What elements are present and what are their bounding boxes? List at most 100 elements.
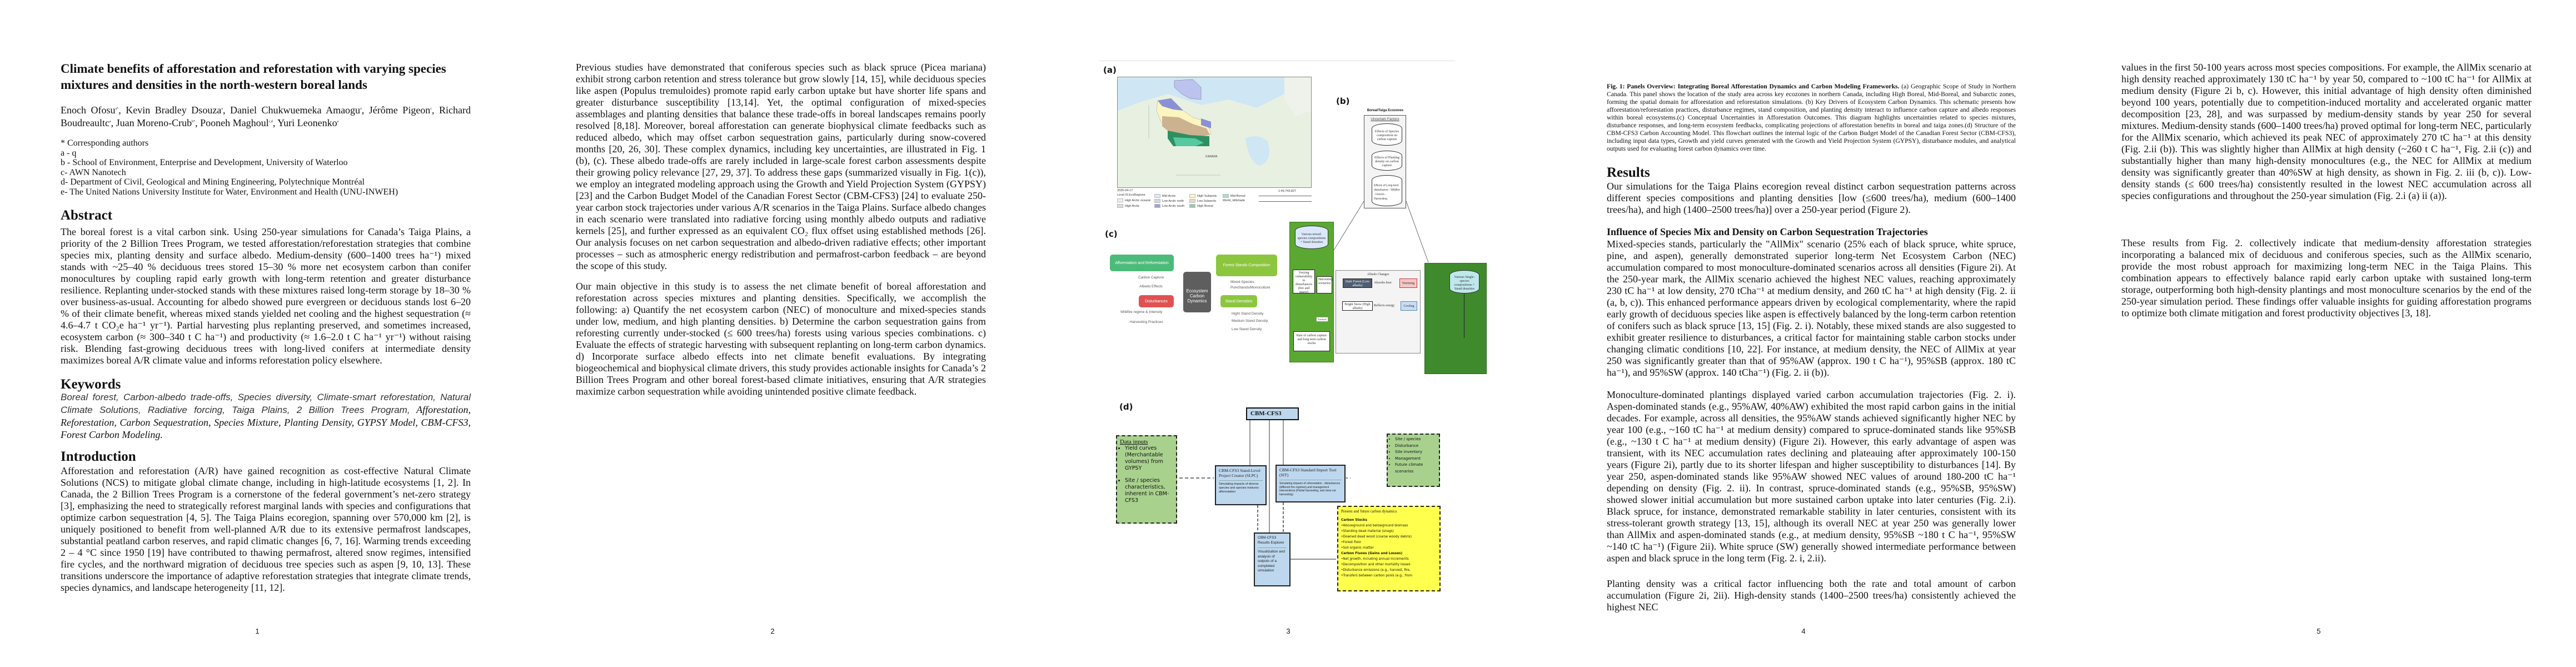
author: Daniel Chukwuemeka Amaogua [230,104,362,116]
results-explorer-box: CBM-CFS3 Results Explorer Visualization … [1254,532,1291,586]
abstract-heading: Abstract [61,208,113,223]
author-affiliation-mark: c,d [268,120,273,123]
leaf-albedo-effects: Albedo Effects [1139,285,1163,288]
legend-swatch [1117,204,1123,208]
legend-title: Level III EcoRegions [1117,193,1145,197]
legend-label: Low Arctic north [1162,199,1184,203]
page-number: 5 [2316,627,2321,635]
leaf-pure-stands: PureStands/Monoculture [1230,286,1270,290]
results-explorer-description: Visualization and analysis of outputs of… [1258,547,1287,574]
keywords-list: Boreal forest, Carbon-albedo trade-offs,… [61,391,471,441]
mixed-species-box: Various mixed-species compositions + Sta… [1289,222,1334,362]
author: Richard Boudreaultca [61,104,471,128]
legend-item: Mid-Boreal [1223,194,1245,198]
legend-label: High Subarctic [1197,194,1217,198]
author-name: Pooneh Maghoul [200,117,269,128]
cylinder-mixed: Various mixed-species compositions + Sta… [1295,226,1328,249]
slpc-description: Simulating impacts of diverse species an… [1219,480,1263,494]
panel-label-d: (d) [1119,402,1133,412]
legend-item: Low Arctic south [1154,204,1184,208]
tradeoff-label: Tradeoff [1316,317,1328,322]
ecoregion-mid-boreal [1173,137,1204,146]
reflects-label: Reflects energy [1374,304,1395,307]
right-inputs-box: Site / species Disturbance Site inventor… [1387,434,1440,487]
node-afforestation: Afforestation and Reforestation [1110,255,1174,271]
data-inputs-box: Data inputs Yield curves (Merchantable v… [1116,435,1177,524]
affiliation-line: d- Department of Civil, Geological and M… [61,177,365,187]
carbon-fluxes-title: Carbon Fluxes (Gains and Losses) [1341,552,1403,555]
affiliations: * Corresponding authors a - q b - School… [61,138,471,197]
body-paragraph: Planting density was a critical factor i… [1607,578,2016,613]
keywords-sans: Boreal forest, Carbon-albedo trade-offs,… [61,392,471,415]
author-name: Jérôme Pigeon [368,104,431,116]
author-affiliation-mark: a [221,107,223,111]
ecoregion-low-arctic-south [1158,98,1211,128]
legend-label: Low Subarctic [1197,199,1217,203]
slpc-box: CBM-CFS3 Stand-Level Project Creator (SL… [1215,465,1267,505]
legend-swatch [1189,199,1195,203]
results-heading: Results [1607,165,1650,180]
legend-item: Mid-Arctic [1154,194,1175,198]
author: Jérôme Pigeonc [369,104,432,116]
absorbs-label: Absorbs heat [1374,281,1392,285]
keywords-heading: Keywords [61,377,121,392]
basemap-label: World_Hillshade [1223,199,1245,202]
single-species-box: Various Single-species compositions + St… [1424,263,1487,374]
legend-item: High Arctic oceanic [1117,198,1151,202]
legend-item: Low Arctic north [1154,199,1184,203]
data-input-item: Yield curves (Merchantable volumes) from… [1125,445,1173,472]
flow-arrows [1333,201,1429,263]
introduction-text: Afforestation and reforestation (A/R) ha… [61,465,471,593]
cylinder-disturbance: Effects of Long-term disturbance - Wildf… [1372,175,1402,206]
legend-label: Low Arctic south [1162,204,1185,208]
legend-item: Low Subarctic [1189,199,1217,203]
paper-title: Climate benefits of afforestation and re… [61,62,446,92]
vulnerability-box: Varying vulnerability to disturbances (f… [1293,270,1315,294]
panel-label-c: (c) [1105,229,1118,239]
legend-item: High Boreal [1189,204,1213,208]
legend-item: High Subarctic [1189,194,1217,198]
sit-title: CBM-CFS3 Standard Import Tool (SIT) [1279,467,1337,477]
affiliation-line: * Corresponding authors [61,138,149,148]
land-mass [1118,94,1311,187]
legend-swatch [1154,194,1160,198]
author: Pooneh Maghoulc,d [200,117,273,128]
author-list: Enoch Ofosua*, Kevin Bradley Dsouzaa, Da… [61,104,471,128]
keywords-serif: Afforestation, Reforestation, Carbon Seq… [61,404,471,440]
uncertain-factors-box: Uncertain Factors Effects of Species com… [1364,115,1406,208]
legend-swatch [1154,204,1160,208]
legend-item: High Arctic [1117,204,1139,208]
caption-title: Fig. 1: Panels Overview: Integrating Bor… [1607,83,1900,90]
page-number: 2 [770,627,775,635]
author-name: Daniel Chukwuemeka Amaogu [230,104,361,116]
harvesting-box: Harvesting scenarios [1317,276,1333,293]
leaf-low-density: Low Stand Density [1232,327,1262,331]
node-stand-composition: Forest Stands Composition [1216,255,1277,276]
leaf-medium-density: Medium Stand Density [1232,319,1268,323]
map-country-label: CANADA [1205,155,1218,158]
caption-text: (a) Geographic Scope of Study in Norther… [1607,83,2016,152]
flux-item: •Decomposition and other mortality losse… [1341,563,1411,566]
panel-label-b: (b) [1336,96,1350,106]
results-intro: Our simulations for the Taiga Plains eco… [1607,181,2016,215]
legend-swatch [1223,194,1229,198]
hudson-bay [1245,136,1269,166]
body-paragraph: Our main objective in this study is to a… [576,281,986,397]
cylinder-density: Effects of Planting density on carbon ca… [1372,151,1402,171]
affiliation-line: b - School of Environment, Enterprise an… [61,158,348,167]
author-name: Juan Moreno-Crub [116,117,192,128]
legend-label: Mid-Arctic [1162,194,1176,198]
dark-forest-box: Dark Forest (Low albedo) [1343,278,1372,288]
stock-item: •Standing dead material (snags) [1341,530,1394,533]
study-area-map: CANADA [1117,77,1312,188]
author-affiliation-mark: b* [192,120,196,123]
author: Juan Moreno-Crubb* [116,117,195,128]
affiliation-line: c- AWN Nanotech [61,167,126,177]
carbon-dynamics-output-box: Present and future carbon dynamics Carbo… [1337,506,1441,591]
node-ecosystem-carbon: Ecosystem Carbon Dynamics [1183,272,1211,312]
cbm-cfs3-title: CBM-CFS3 [1246,407,1299,420]
sit-box: CBM-CFS3 Standard Import Tool (SIT) Simu… [1275,465,1346,502]
map-date: 2025-04-17 [1117,189,1133,192]
input-item: Disturbance [1395,443,1437,450]
cylinder-species: Effects of Species composition on carbon… [1372,123,1402,146]
